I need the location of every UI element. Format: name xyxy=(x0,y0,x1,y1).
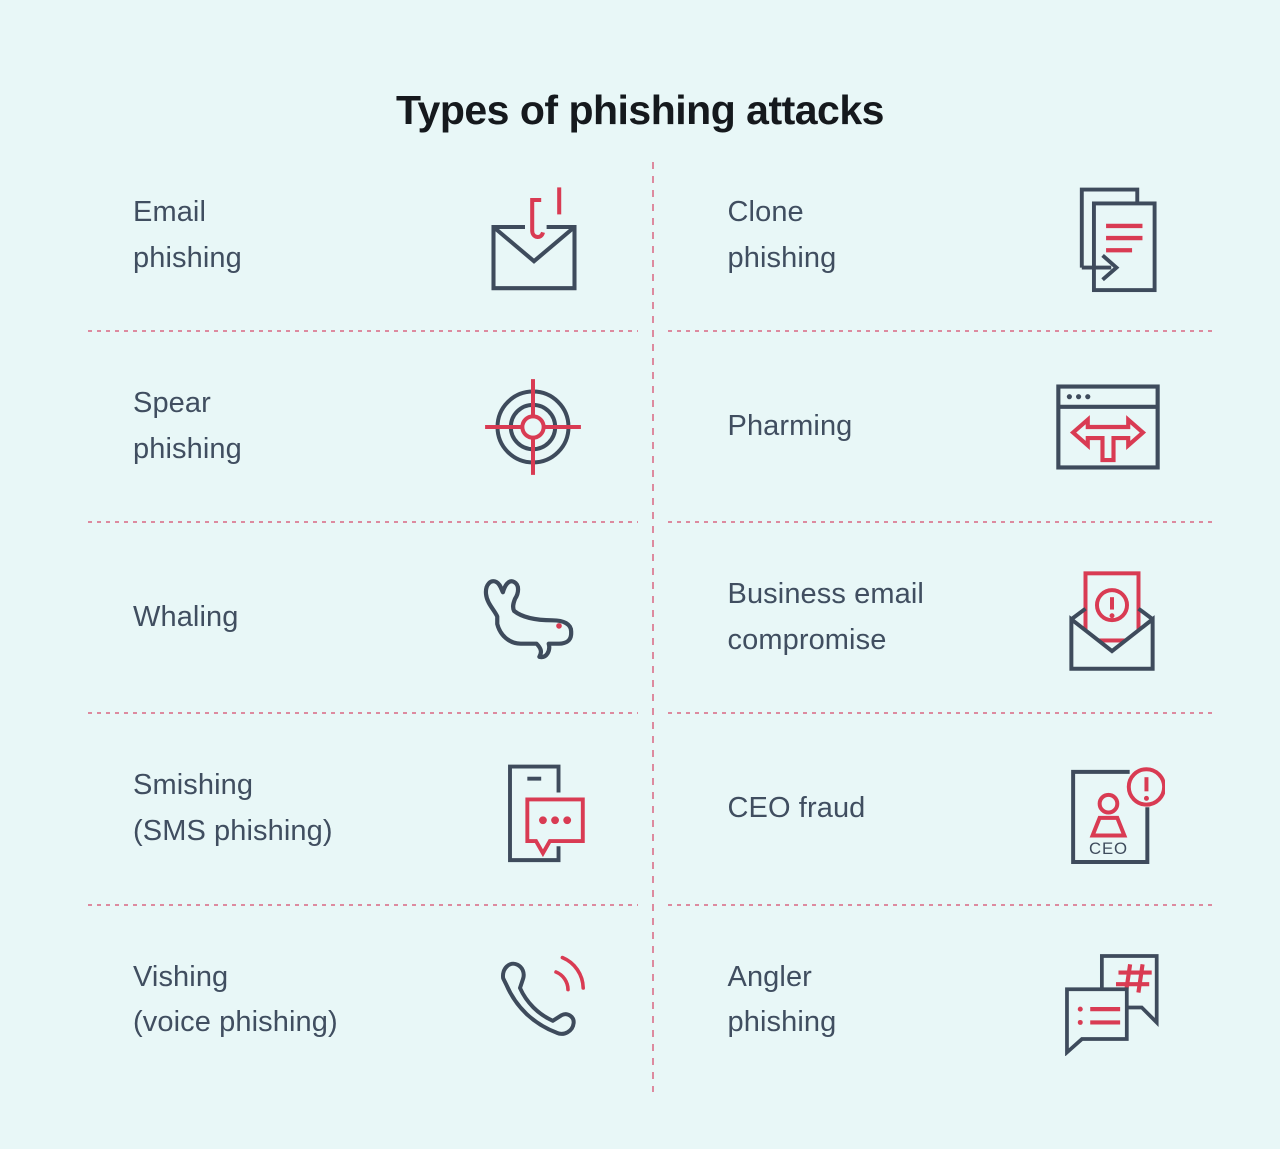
cell-clone-phishing: Clone phishing xyxy=(643,140,1216,331)
business-email-compromise-icon xyxy=(1069,571,1155,672)
vishing-label: Vishing (voice phishing) xyxy=(133,960,338,1039)
vishing-icon xyxy=(500,956,585,1037)
email-phishing-label: Email phishing xyxy=(133,195,242,274)
row-divider-3-right xyxy=(668,712,1213,714)
angler-phishing-icon xyxy=(1065,954,1159,1057)
clone-phishing-icon xyxy=(1079,187,1157,293)
row-divider-1-left xyxy=(88,330,638,332)
cell-ceo-fraud: CEO fraud CEO xyxy=(643,714,1216,905)
ceo-badge-text: CEO xyxy=(1089,839,1128,858)
angler-phishing-label: Angler phishing xyxy=(727,960,837,1039)
cell-email-phishing: Email phishing xyxy=(70,140,643,331)
pharming-label: Pharming xyxy=(727,409,853,442)
clone-phishing-label: Clone phishing xyxy=(727,195,837,274)
cell-business-email-compromise: Business email compromise xyxy=(643,522,1216,713)
smishing-label: Smishing (SMS phishing) xyxy=(133,769,333,848)
cell-angler-phishing: Angler phishing xyxy=(643,905,1216,1096)
whaling-label: Whaling xyxy=(133,601,239,634)
business-email-compromise-label: Business email compromise xyxy=(727,578,924,656)
column-divider xyxy=(652,162,654,1092)
whaling-icon xyxy=(483,579,573,660)
cell-spear-phishing: Spear phishing xyxy=(70,331,643,522)
row-divider-1-right xyxy=(668,330,1213,332)
row-divider-4-left xyxy=(88,904,638,906)
row-divider-4-right xyxy=(668,904,1213,906)
row-divider-2-right xyxy=(668,521,1213,523)
cell-smishing: Smishing (SMS phishing) xyxy=(70,714,643,905)
spear-phishing-label: Spear phishing xyxy=(133,386,242,465)
row-divider-2-left xyxy=(88,521,638,523)
email-phishing-icon xyxy=(490,186,577,290)
pharming-icon xyxy=(1056,384,1160,470)
row-divider-3-left xyxy=(88,712,638,714)
phishing-types-grid: Email phishing Clone phishing Spear phis… xyxy=(70,140,1215,1096)
spear-phishing-icon xyxy=(484,378,581,475)
page-title: Types of phishing attacks xyxy=(396,87,884,134)
smishing-icon xyxy=(507,764,585,863)
cell-vishing: Vishing (voice phishing) xyxy=(70,905,643,1096)
ceo-fraud-icon: CEO xyxy=(1071,767,1165,865)
cell-pharming: Pharming xyxy=(643,331,1216,522)
ceo-fraud-label: CEO fraud xyxy=(727,792,866,825)
cell-whaling: Whaling xyxy=(70,522,643,713)
